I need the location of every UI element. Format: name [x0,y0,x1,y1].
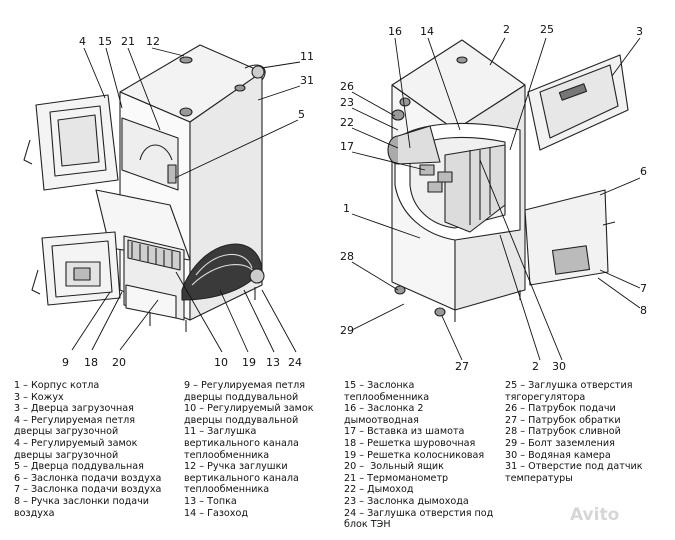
legend-line: 14 – Газоход [184,507,248,519]
callout-25: 25 [540,23,554,36]
callout-10: 10 [214,356,228,369]
legend-line: 6 – Заслонка подачи воздуха [14,472,162,484]
callout-17: 17 [340,140,354,153]
legend-line: 15 – Заслонка [344,380,415,391]
callout-13: 13 [266,356,280,369]
legend-line: 31 – Отверстие под датчик [505,461,643,473]
callout-20: 20 [112,356,126,369]
legend-line: 26 – Патрубок подачи [505,403,616,415]
legend-line: 19 – Решетка колосниковая [344,449,485,461]
left-callouts: 4 15 21 12 11 31 5 9 18 20 10 19 13 24 [62,35,314,369]
legend-line: 3 – Дверца загрузочная [14,403,134,415]
legend-line: 25 – Заглушка отверстия [505,380,633,391]
callout-9: 9 [62,356,69,369]
legend-line: 9 – Регулируемая петля [184,380,306,391]
legend-line: температуры [505,472,573,484]
legend-line: 4 – Регулируемый замок [14,437,138,449]
legend-line: вертикального канала [184,472,299,484]
callout-8: 8 [640,304,647,317]
legend-line: 3 – Кожух [14,391,64,403]
legend-line: 20 – Зольный ящик [344,461,444,473]
legend-line: 4 – Регулируемая петля [14,414,136,426]
legend-line: блок ТЭН [344,519,391,531]
legend-line: 22 – Дымоход [344,484,414,496]
legend-line: 17 – Вставка из шамота [344,426,465,438]
callout-19: 19 [242,356,256,369]
legend-line: дымоотводная [344,414,419,426]
legend-line: воздуха [14,507,55,519]
legend-line: 28 – Патрубок сливной [505,426,621,438]
callout-16: 16 [388,25,402,38]
callout-5: 5 [298,108,305,121]
legend-line: 23 – Заслонка дымохода [344,495,469,507]
right-callouts: 16 14 2 25 3 26 23 22 17 1 6 28 7 8 29 2… [340,23,647,373]
legend-line: дверцы загрузочной [14,449,119,461]
legend-line: теплообменника [184,484,270,496]
avito-watermark: Avito [570,505,620,525]
callout-31: 31 [300,74,314,87]
legend-line: 13 – Топка [184,495,237,507]
callout-15: 15 [98,35,112,48]
left-boiler-view [23,44,266,332]
legend-line: 27 – Патрубок обратки [505,414,621,426]
callout-7: 7 [640,282,647,295]
legend-line: 7 – Заслонка подачи воздуха [14,484,162,496]
callout-23: 23 [340,96,354,109]
callout-29: 29 [340,324,354,337]
legend-line: дверцы поддувальной [184,414,299,426]
callout-2b: 2 [532,360,539,373]
legend-column-1: 1 – Корпус котла 3 – Кожух 3 – Дверца за… [14,380,161,519]
legend-line: 1 – Корпус котла [14,380,100,391]
legend-column-4: 25 – Заглушка отверстия тягорегулятора 2… [505,380,643,484]
legend-column-2: 9 – Регулируемая петля дверцы поддувальн… [184,380,314,519]
legend-line: дверцы поддувальной [184,391,299,403]
legend-line: вертикального канала [184,437,299,449]
legend-line: 21 – Термоманометр [344,472,449,484]
callout-12: 12 [146,35,160,48]
callout-24: 24 [288,356,302,369]
callout-1: 1 [343,202,350,215]
right-boiler-view [387,39,629,322]
legend-line: 30 – Водяная камера [505,449,611,461]
legend-line: тягорегулятора [505,391,586,403]
legend-line: 18 – Решетка шуровочная [344,437,476,449]
legend-line: 16 – Заслонка 2 [344,403,424,415]
legend-line: 24 – Заглушка отверстия под [344,507,494,519]
legend-line: дверцы загрузочной [14,426,119,438]
legend-line: теплообменника [344,391,430,403]
legend-line: теплообменника [184,449,270,461]
legend-column-3: 15 – Заслонка теплообменника 16 – Заслон… [344,380,493,531]
callout-27: 27 [455,360,469,373]
callout-3: 3 [636,25,643,38]
callout-14: 14 [420,25,434,38]
legend-line: 11 – Заглушка [184,426,257,438]
callout-6: 6 [640,165,647,178]
callout-30: 30 [552,360,566,373]
legend-line: 10 – Регулируемый замок [184,403,314,415]
callout-4: 4 [79,35,86,48]
callout-2: 2 [503,23,510,36]
callout-18: 18 [84,356,98,369]
legend-line: 12 – Ручка заглушки [184,461,288,473]
callout-21: 21 [121,35,135,48]
callout-11: 11 [300,50,314,63]
callout-26: 26 [340,80,354,93]
right-leader-lines [351,37,641,361]
legend-line: 8 – Ручка заслонки подачи [14,495,150,507]
callout-22: 22 [340,116,354,129]
left-leader-lines [71,47,301,353]
legend-line: 29 – Болт заземления [505,437,615,449]
legend-line: 5 – Дверца поддувальная [14,461,144,473]
callout-28: 28 [340,250,354,263]
